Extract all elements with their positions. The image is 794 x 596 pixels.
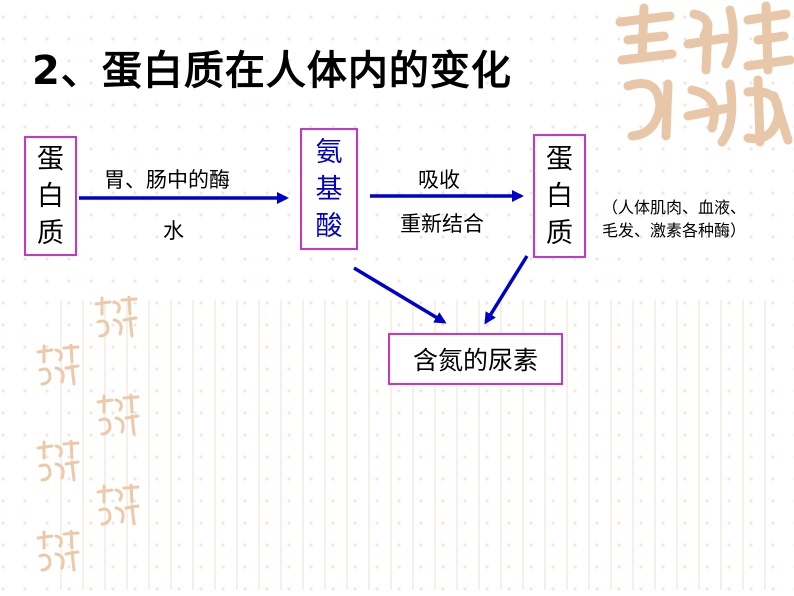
small-seal-decoration-1 xyxy=(94,296,138,338)
small-seal-decoration-6 xyxy=(36,530,80,572)
protein-examples-note: （人体肌肉、血液、毛发、激素各种酶） xyxy=(602,198,747,240)
small-seal-decoration-3 xyxy=(96,394,140,436)
absorb-label: 吸收 xyxy=(418,168,460,192)
small-seal-decoration-5 xyxy=(96,484,140,526)
protein-right-char-2: 白 xyxy=(546,180,573,212)
amino-char-2: 基 xyxy=(315,173,343,205)
protein-right-char-1: 蛋 xyxy=(546,143,573,175)
protein-node-left: 蛋 白 质 xyxy=(24,136,77,256)
digest-condition-label: 胃、肠中的酶 xyxy=(104,168,230,192)
small-seal-decoration-2 xyxy=(36,344,80,386)
arrow-amino-to-urea xyxy=(353,266,447,324)
amino-char-3: 酸 xyxy=(315,210,343,242)
protein-left-char-2: 白 xyxy=(37,180,64,212)
amino-acid-node: 氨 基 酸 xyxy=(300,128,358,250)
small-seal-decoration-4 xyxy=(36,440,80,482)
protein-right-char-3: 质 xyxy=(546,217,573,249)
protein-node-right: 蛋 白 质 xyxy=(533,134,586,258)
digest-water-label: 水 xyxy=(163,219,184,243)
page-title: 2、蛋白质在人体内的变化 xyxy=(32,48,512,94)
large-seal-decoration xyxy=(615,1,794,147)
amino-char-1: 氨 xyxy=(315,136,343,168)
recombine-label: 重新结合 xyxy=(400,212,484,236)
urea-node: 含氮的尿素 xyxy=(388,333,563,385)
protein-left-char-3: 质 xyxy=(37,217,64,249)
arrow-protein-to-urea xyxy=(484,255,529,325)
protein-left-char-1: 蛋 xyxy=(37,143,64,175)
